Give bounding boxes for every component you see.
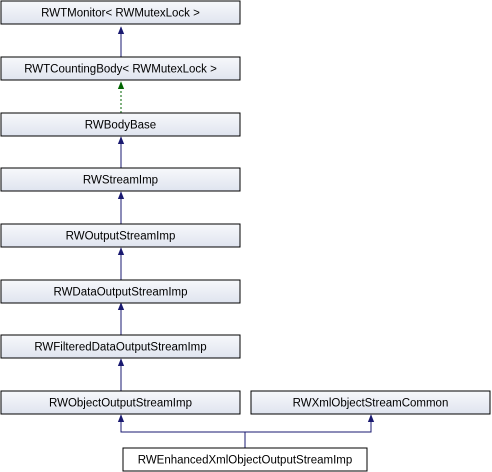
node-rwdataoutputstreamimp[interactable]: RWDataOutputStreamImp	[0, 279, 241, 304]
edges	[117, 26, 375, 448]
node-label: RWOutputStreamImp	[66, 231, 176, 243]
node-label: RWTCountingBody< RWMutexLock >	[24, 64, 217, 76]
node-rwfiltereddataoutputstreamimp[interactable]: RWFilteredDataOutputStreamImp	[0, 334, 241, 359]
node-rwtcountingbody[interactable]: RWTCountingBody< RWMutexLock >	[0, 56, 241, 81]
node-label: RWBodyBase	[85, 120, 156, 132]
node-label: RWFilteredDataOutputStreamImp	[34, 342, 206, 354]
node-rwoutputstreamimp[interactable]: RWOutputStreamImp	[0, 223, 241, 248]
node-rwstreamimp[interactable]: RWStreamImp	[0, 167, 241, 192]
node-label: RWDataOutputStreamImp	[53, 287, 187, 299]
node-label: RWTMonitor< RWMutexLock >	[41, 8, 200, 20]
node-label: RWXmlObjectStreamCommon	[293, 398, 449, 410]
node-label: RWStreamImp	[83, 175, 158, 187]
edge-enhanced-to-xml-common	[245, 414, 375, 433]
node-rwbodybase[interactable]: RWBodyBase	[0, 112, 241, 137]
edge-enhanced-to-object-output	[117, 414, 246, 448]
node-rwobjectoutputstreamimp[interactable]: RWObjectOutputStreamImp	[0, 390, 241, 415]
node-rwxmlobjectstreamcommon[interactable]: RWXmlObjectStreamCommon	[250, 390, 491, 415]
node-label: RWObjectOutputStreamImp	[49, 398, 192, 410]
node-label: RWEnhancedXmlObjectOutputStreamImp	[138, 455, 353, 467]
node-rwenhancedxmlobjectoutputstreamimp[interactable]: RWEnhancedXmlObjectOutputStreamImp	[122, 447, 368, 472]
node-rwtmonitor[interactable]: RWTMonitor< RWMutexLock >	[0, 0, 241, 25]
